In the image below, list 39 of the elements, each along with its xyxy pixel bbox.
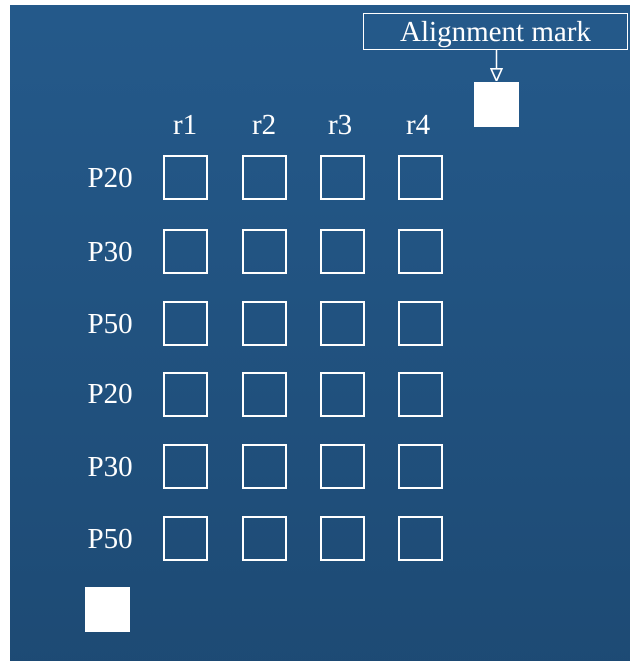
column-label: r3 — [328, 108, 352, 142]
column-label: r4 — [406, 108, 430, 142]
square-pad — [163, 155, 208, 200]
square-pad — [242, 372, 287, 417]
alignment-mark — [474, 82, 519, 127]
arrow — [490, 50, 503, 82]
square-pad — [163, 516, 208, 561]
square-pad — [320, 444, 365, 489]
square-pad — [398, 155, 443, 200]
square-pad — [242, 229, 287, 274]
square-pad — [320, 229, 365, 274]
square-pad — [242, 301, 287, 346]
square-pad — [398, 516, 443, 561]
square-pad — [398, 444, 443, 489]
alignment-mark — [85, 587, 130, 632]
square-pad — [320, 516, 365, 561]
callout-text: Alignment mark — [400, 14, 591, 48]
column-label: r1 — [173, 108, 198, 142]
square-pad — [320, 155, 365, 200]
row-label: P30 — [88, 450, 133, 484]
square-pad — [242, 155, 287, 200]
square-pad — [398, 301, 443, 346]
square-pad — [398, 372, 443, 417]
column-label: r2 — [252, 108, 276, 142]
square-pad — [242, 444, 287, 489]
square-pad — [242, 516, 287, 561]
square-pad — [320, 372, 365, 417]
row-label: P50 — [88, 307, 133, 341]
row-label: P30 — [88, 235, 133, 269]
square-pad — [163, 301, 208, 346]
square-pad — [163, 444, 208, 489]
row-label: P20 — [88, 161, 133, 195]
square-pad — [398, 229, 443, 274]
square-pad — [163, 372, 208, 417]
callout-box — [363, 13, 628, 50]
row-label: P50 — [88, 522, 133, 556]
row-label: P20 — [88, 377, 133, 411]
square-pad — [163, 229, 208, 274]
square-pad — [320, 301, 365, 346]
